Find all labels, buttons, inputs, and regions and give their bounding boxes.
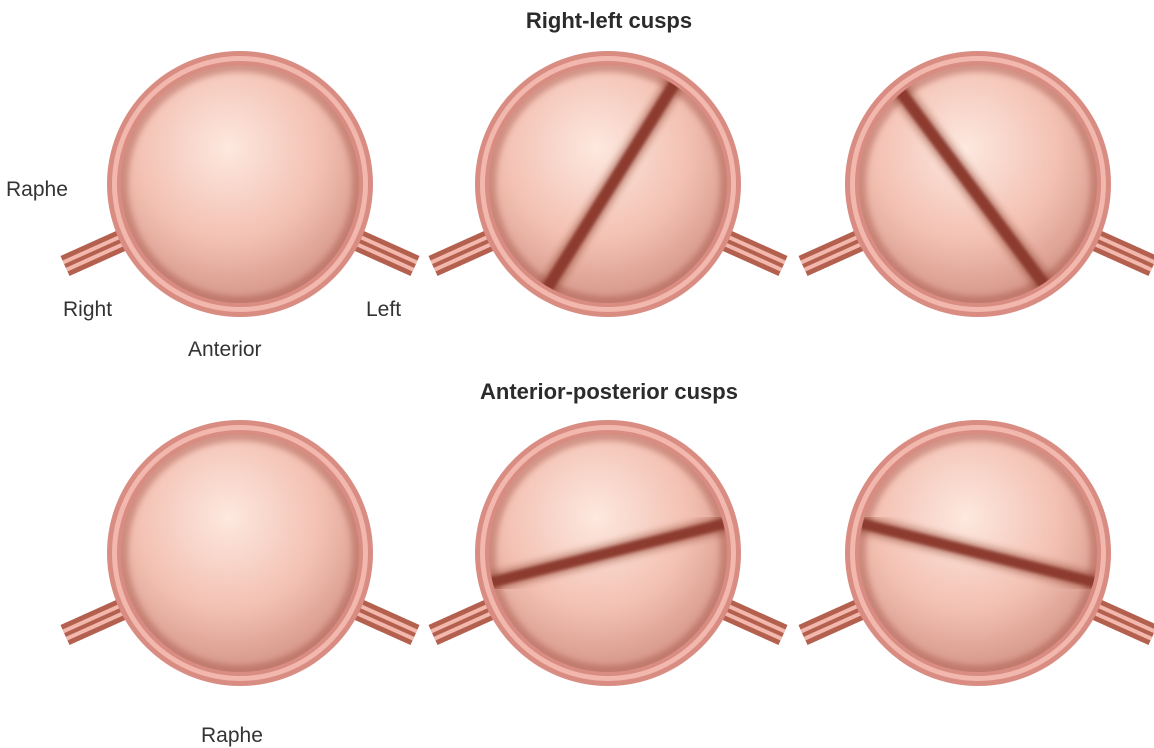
- valves-layer: [65, 51, 1153, 686]
- valve-bottom-3: [803, 420, 1153, 686]
- cusp-surface: [859, 65, 1097, 303]
- valve-bottom-1: [65, 420, 415, 686]
- valve-top-1: [65, 51, 415, 317]
- label-anterior: Anterior: [188, 338, 262, 361]
- valve-bottom-2: [433, 420, 783, 686]
- cusp-surface: [121, 65, 359, 303]
- label-raphe-bottom: Raphe: [201, 724, 263, 747]
- cusp-surface: [121, 434, 359, 672]
- cusp-surface: [859, 434, 1097, 672]
- label-raphe-top: Raphe: [6, 178, 68, 201]
- cusp-surface: [489, 434, 727, 672]
- label-left: Left: [366, 298, 401, 321]
- valve-top-3: [803, 51, 1153, 317]
- valve-top-2: [433, 51, 783, 317]
- section-title-anterior-posterior: Anterior-posterior cusps: [480, 379, 738, 404]
- label-right: Right: [63, 298, 112, 321]
- cusp-surface: [489, 65, 727, 303]
- section-title-right-left: Right-left cusps: [526, 8, 692, 33]
